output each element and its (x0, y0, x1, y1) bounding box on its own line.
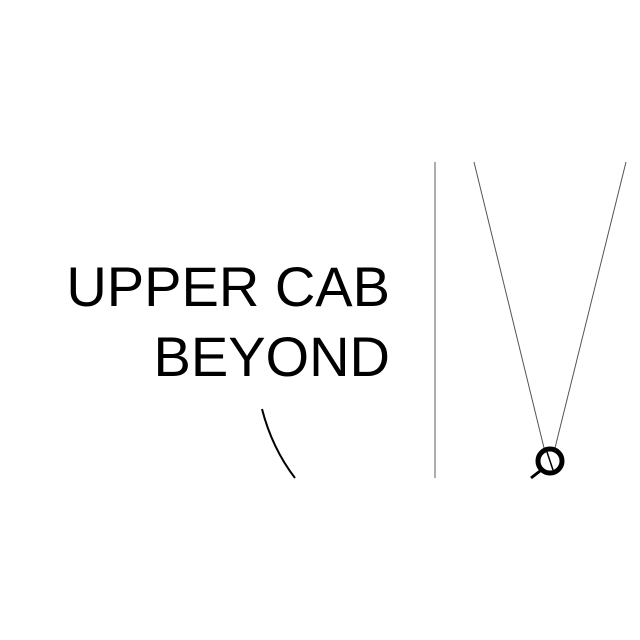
right-swing-line (553, 161, 627, 453)
hinge-tail (530, 469, 541, 480)
hinge-inner-mark (546, 451, 554, 471)
annotation-line-2: BEYOND (153, 325, 391, 388)
annotation-text: UPPER CAB BEYOND (66, 252, 390, 392)
annotation-line-1: UPPER CAB (66, 255, 390, 318)
hinge-circle (535, 446, 565, 476)
left-swing-line (473, 161, 546, 453)
leader-line (261, 408, 296, 479)
